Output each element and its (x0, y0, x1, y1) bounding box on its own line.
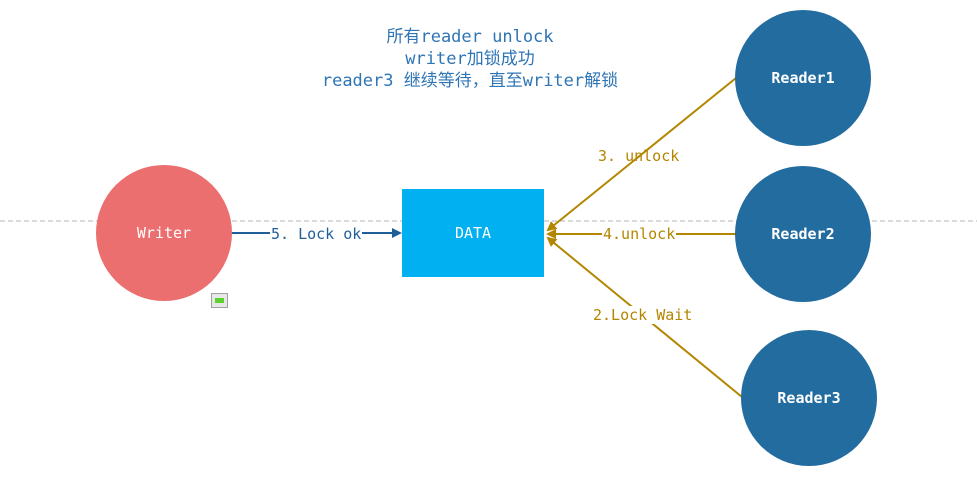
reader3-node-label: Reader3 (777, 389, 841, 407)
diagram-caption: 所有reader unlock writer加锁成功 reader3 继续等待，… (260, 26, 680, 92)
reader2-node-label: Reader2 (771, 225, 835, 243)
edge-label-reader1-unlock: 3. unlock (598, 147, 680, 165)
caption-line-1: 所有reader unlock (386, 27, 554, 47)
data-node-label: DATA (454, 224, 492, 242)
reader3-node[interactable]: Reader3 (741, 330, 877, 466)
edge-label-reader2-unlock: 4.unlock (602, 225, 677, 243)
reader1-node-label: Reader1 (771, 69, 835, 87)
collapse-toggle-icon[interactable] (211, 293, 228, 308)
edge-label-reader3-lock-wait: 2.Lock Wait (592, 306, 694, 324)
reader2-node[interactable]: Reader2 (735, 166, 871, 302)
edge-label-lock-ok: 5. Lock ok (270, 225, 363, 243)
reader1-node[interactable]: Reader1 (735, 10, 871, 146)
data-node[interactable]: DATA (402, 189, 544, 277)
caption-line-2: writer加锁成功 (405, 49, 535, 69)
writer-node-label: Writer (136, 224, 192, 242)
edge-reader1-to-data (546, 77, 737, 232)
caption-line-3: reader3 继续等待，直至writer解锁 (321, 71, 619, 91)
writer-node[interactable]: Writer (96, 165, 232, 301)
